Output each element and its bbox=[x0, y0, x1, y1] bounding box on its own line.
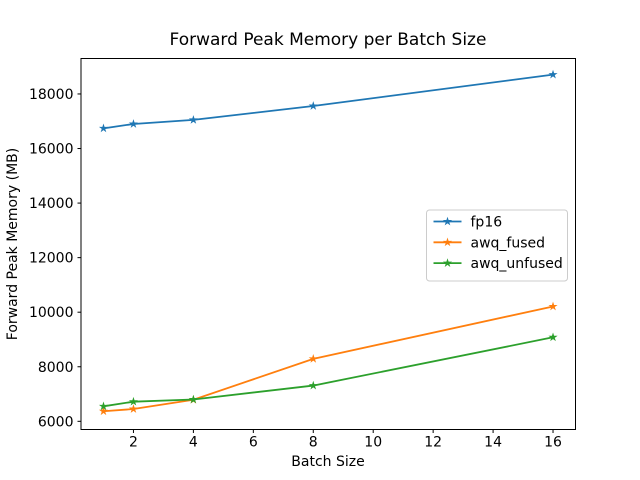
plot-border bbox=[80, 58, 576, 430]
x-tick-label: 8 bbox=[309, 435, 318, 451]
data-point-marker-fp16 bbox=[128, 119, 139, 128]
data-point-marker-awq_unfused bbox=[188, 394, 198, 404]
x-tick-label: 12 bbox=[424, 435, 442, 451]
legend-marker-fp16 bbox=[442, 216, 453, 226]
data-point-marker-fp16 bbox=[548, 69, 558, 79]
legend: fp16 awq_fused awq_unfused bbox=[426, 209, 568, 282]
data-point-marker-awq_unfused bbox=[98, 401, 109, 411]
legend-label-awq_unfused: awq_unfused bbox=[471, 256, 563, 272]
data-point-marker-fp16 bbox=[98, 123, 109, 133]
x-tick-label: 16 bbox=[544, 435, 562, 451]
series-line-awq_unfused bbox=[102, 336, 554, 408]
legend-label-awq_fused: awq_fused bbox=[471, 235, 546, 251]
x-tick-label: 6 bbox=[249, 435, 258, 451]
plot-region: 2 4 6 8 10 12 14 16 6000 8000 10000 12000 14000 16000… bbox=[29, 58, 576, 451]
y-tick-label: 10000 bbox=[29, 305, 74, 321]
data-point-marker-fp16 bbox=[308, 101, 318, 110]
data-point-marker-awq_fused bbox=[548, 301, 558, 311]
y-tick-label: 12000 bbox=[29, 251, 74, 267]
legend-label-fp16: fp16 bbox=[471, 215, 503, 231]
y-tick-label: 6000 bbox=[38, 414, 74, 430]
x-tick-label: 14 bbox=[484, 435, 502, 451]
data-point-marker-awq_fused bbox=[128, 404, 139, 413]
data-point-marker-awq_fused bbox=[308, 354, 318, 363]
x-tick-label: 2 bbox=[129, 435, 138, 451]
legend-marker-awq_unfused bbox=[442, 258, 453, 267]
data-point-marker-awq_fused bbox=[98, 406, 109, 416]
chart-title: Forward Peak Memory per Batch Size bbox=[170, 30, 487, 50]
x-tick-label: 10 bbox=[364, 435, 382, 451]
data-point-marker-awq_unfused bbox=[308, 380, 318, 390]
data-point-marker-awq_unfused bbox=[548, 332, 558, 342]
y-tick-label: 8000 bbox=[38, 360, 74, 376]
y-tick-label: 18000 bbox=[29, 87, 74, 103]
legend-marker-awq_fused bbox=[442, 237, 453, 247]
series-line-awq_fused bbox=[102, 305, 554, 413]
y-tick-label: 14000 bbox=[29, 196, 74, 212]
data-point-marker-awq_unfused bbox=[128, 396, 139, 406]
x-axis-label: Batch Size bbox=[291, 454, 364, 470]
series-line-fp16 bbox=[102, 73, 554, 130]
y-axis-label: Forward Peak Memory (MB) bbox=[5, 148, 21, 340]
x-tick-label: 4 bbox=[189, 435, 198, 451]
legend-box bbox=[426, 209, 568, 282]
data-point-marker-fp16 bbox=[188, 115, 198, 124]
y-tick-label: 16000 bbox=[29, 142, 74, 158]
